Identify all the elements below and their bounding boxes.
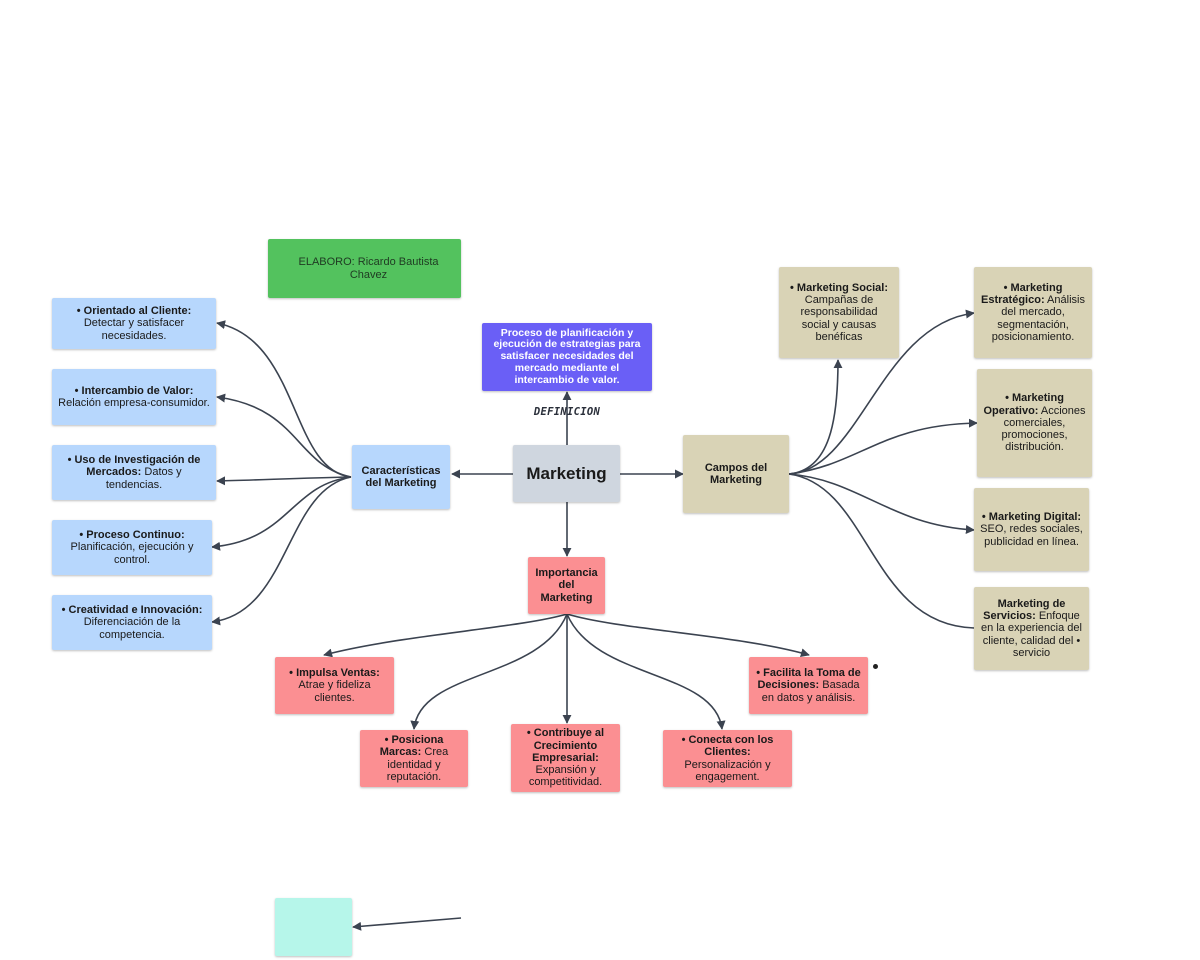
caracteristicas-title: Características del Marketing [361, 464, 441, 489]
campos-title: Campos del Marketing [704, 461, 768, 486]
edge-imp-4 [566, 613, 726, 730]
campo-operativo-bold: • Marketing Operativo: [983, 392, 1064, 417]
edge-campos-operativo [788, 418, 978, 475]
campo-servicios-text: Enfoque en la experiencia del cliente, c… [981, 610, 1082, 659]
caracteristica-item-4-bold: • Proceso Continuo: [79, 529, 185, 542]
campo-estrategico[interactable]: • Marketing Estratégico: Análisis del me… [974, 267, 1092, 358]
definition-box[interactable]: Proceso de planificación y ejecución de … [482, 323, 652, 391]
campo-operativo-text: Acciones comerciales, promociones, distr… [1001, 404, 1086, 454]
edge-campos-digital [788, 473, 975, 535]
stray-dot [873, 664, 878, 669]
edge-car-5 [211, 476, 352, 626]
caracteristica-item-3-bold: • Uso de Investigación de Mercados: [67, 454, 201, 479]
campo-estrategico-text: Análisis del mercado, segmentación, posi… [991, 294, 1085, 343]
importancia-item-2[interactable]: • Posiciona Marcas: Crea identidad y rep… [360, 730, 468, 787]
center-node[interactable]: Marketing [513, 445, 620, 502]
campo-social-text: Campañas de responsabilidad social y cau… [800, 294, 878, 343]
edge-loose-arrow [352, 917, 462, 931]
campo-operativo[interactable]: • Marketing Operativo: Acciones comercia… [977, 369, 1092, 477]
importancia-item-3-bold: • Contribuye al Crecimiento Empresarial: [526, 727, 605, 764]
caracteristica-item-5-bold: • Creatividad e Innovación: [61, 604, 203, 617]
caracteristica-item-2-text: Relación empresa-consumidor. [58, 397, 210, 409]
edge-car-3 [216, 476, 352, 486]
caracteristicas-node[interactable]: Características del Marketing [352, 445, 450, 509]
edge-campos-social [788, 359, 843, 475]
campo-digital[interactable]: • Marketing Digital: SEO, redes sociales… [974, 488, 1089, 571]
importancia-item-1-bold: • Impulsa Ventas: [289, 667, 380, 680]
caracteristica-item-2-bold: • Intercambio de Valor: [74, 384, 194, 397]
importancia-item-4[interactable]: • Conecta con los Clientes: Personalizac… [663, 730, 792, 787]
caracteristica-item-4-text: Planificación, ejecución y control. [70, 541, 194, 566]
edge-car-2 [216, 393, 352, 478]
edge-car-4 [211, 476, 352, 551]
caracteristica-item-5[interactable]: • Creatividad e Innovación: Diferenciaci… [52, 595, 212, 650]
caracteristica-item-3-text: Datos y tendencias. [105, 466, 182, 491]
edge-campos-servicios [788, 473, 975, 629]
definition-label: DEFINICION [533, 406, 601, 418]
edge-imp-5 [566, 613, 810, 658]
campo-social-bold: • Marketing Social: [790, 281, 888, 294]
importancia-item-2-text: Crea identidad y reputación. [386, 746, 449, 783]
center-node-text: Marketing [526, 463, 607, 483]
author-credit-text: ELABORO: Ricardo Bautista Chavez [298, 256, 439, 281]
importancia-item-5-bold: • Facilita la Toma de Decisiones: [756, 667, 861, 692]
campos-node[interactable]: Campos del Marketing [683, 435, 789, 513]
campo-digital-text: SEO, redes sociales, publicidad en línea… [980, 523, 1083, 548]
author-credit-box[interactable]: ELABORO: Ricardo Bautista Chavez [268, 239, 461, 298]
importancia-node[interactable]: Importancia del Marketing [528, 557, 605, 614]
edge-campos-estrategico [788, 309, 975, 475]
importancia-item-4-text: Personalización y engagement. [684, 758, 771, 783]
caracteristica-item-2[interactable]: • Intercambio de Valor: Relación empresa… [52, 369, 216, 425]
edge-car-1 [216, 320, 352, 478]
caracteristica-item-4[interactable]: • Proceso Continuo: Planificación, ejecu… [52, 520, 212, 575]
definition-text: Proceso de planificación y ejecución de … [493, 326, 641, 386]
campo-servicios-bold: Marketing de Servicios: [983, 597, 1066, 623]
campo-social[interactable]: • Marketing Social: Campañas de responsa… [779, 267, 899, 358]
importancia-item-5-text: Basada en datos y análisis. [761, 679, 860, 704]
importancia-item-2-bold: • Posiciona Marcas: [379, 733, 444, 759]
caracteristica-item-3[interactable]: • Uso de Investigación de Mercados: Dato… [52, 445, 216, 500]
caracteristica-item-1-bold: • Orientado al Cliente: [76, 305, 192, 318]
caracteristica-item-1[interactable]: • Orientado al Cliente: Detectar y satis… [52, 298, 216, 349]
edge-imp-2 [410, 613, 568, 730]
importancia-item-4-bold: • Conecta con los Clientes: [681, 733, 774, 759]
empty-mint-box[interactable] [275, 898, 352, 956]
importancia-item-5[interactable]: • Facilita la Toma de Decisiones: Basada… [749, 657, 868, 714]
caracteristica-item-1-text: Detectar y satisfacer necesidades. [83, 317, 185, 342]
importancia-title: Importancia del Marketing [535, 567, 598, 604]
campo-servicios[interactable]: Marketing de Servicios: Enfoque en la ex… [974, 587, 1089, 670]
caracteristica-item-5-text: Diferenciación de la competencia. [83, 616, 181, 641]
campo-estrategico-bold: • Marketing Estratégico: [981, 281, 1063, 307]
edge-imp-1 [323, 613, 568, 658]
importancia-item-3-text: Expansión y competitividad. [528, 764, 603, 789]
importancia-item-1-text: Atrae y fideliza clientes. [298, 679, 371, 704]
importancia-item-3[interactable]: • Contribuye al Crecimiento Empresarial:… [511, 724, 620, 792]
campo-digital-bold: • Marketing Digital: [981, 511, 1082, 524]
importancia-item-1[interactable]: • Impulsa Ventas: Atrae y fideliza clien… [275, 657, 394, 714]
